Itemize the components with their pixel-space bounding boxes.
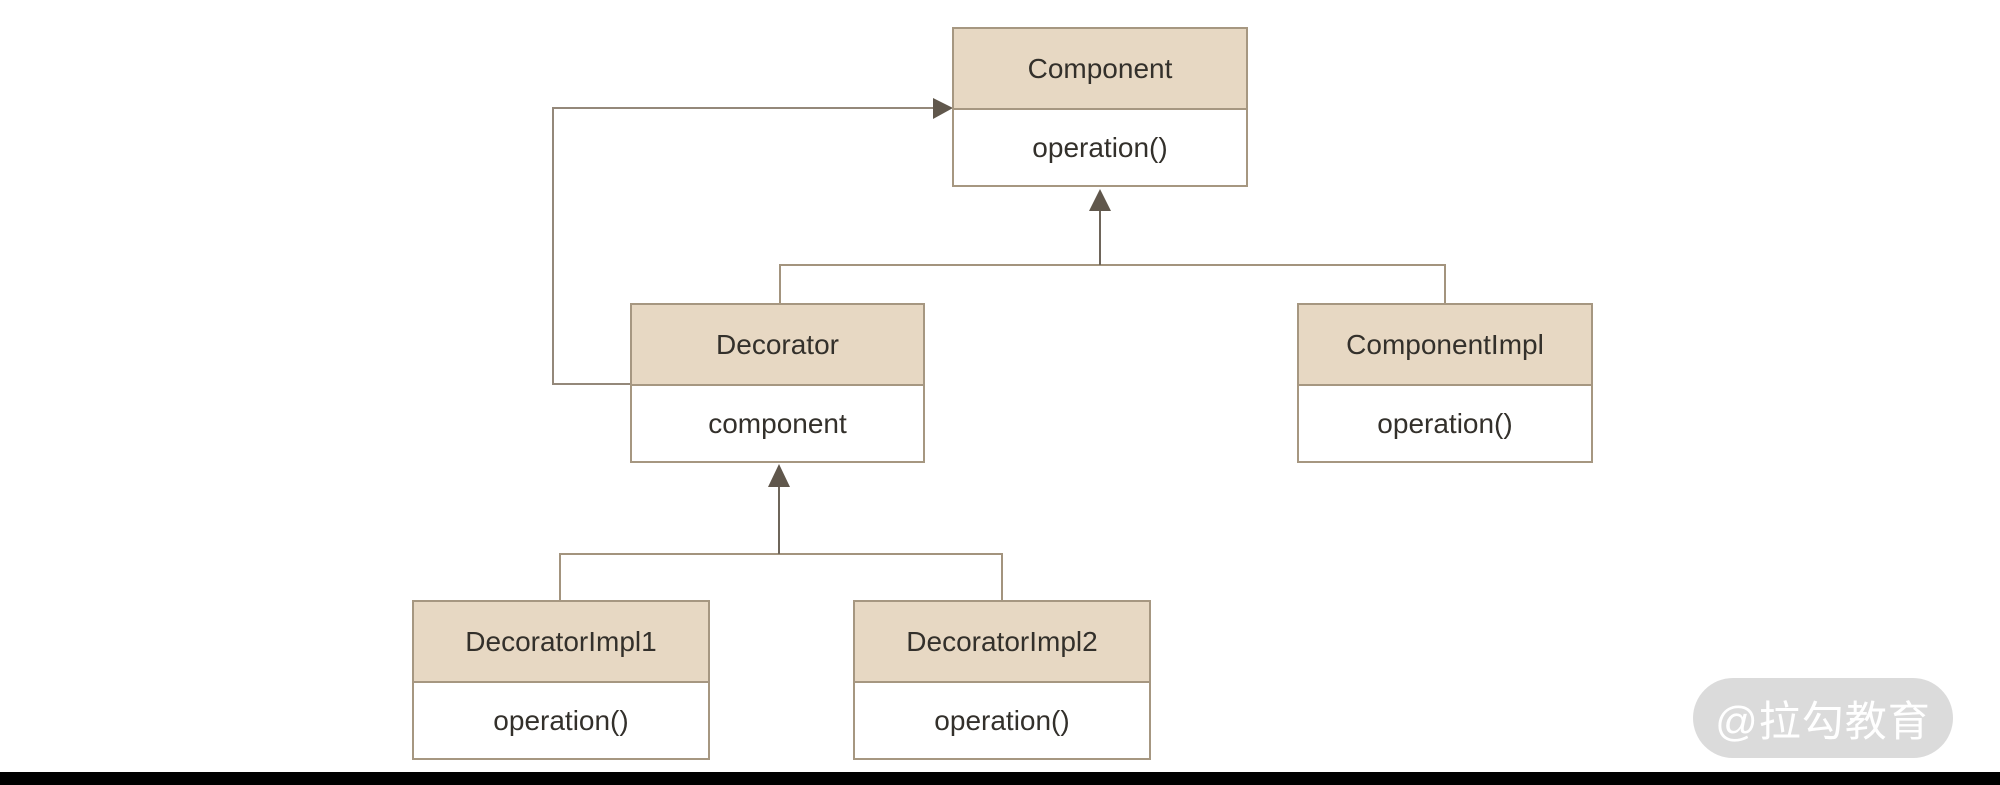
class-name: DecoratorImpl2: [855, 602, 1149, 683]
class-box-decoratorimpl1: DecoratorImpl1 operation(): [412, 600, 710, 760]
generalization-arrowhead-icon: [768, 464, 790, 487]
watermark-text: @拉勾教育: [1715, 697, 1931, 745]
class-name: Component: [954, 29, 1246, 110]
class-member: operation(): [855, 683, 1149, 758]
class-member: operation(): [954, 110, 1246, 185]
class-box-componentimpl: ComponentImpl operation(): [1297, 303, 1593, 463]
class-member: operation(): [414, 683, 708, 758]
watermark-badge: @拉勾教育: [1693, 678, 1953, 758]
association-arrowhead-icon: [933, 98, 953, 119]
generalization-arrowhead-icon: [1089, 189, 1111, 211]
class-name: DecoratorImpl1: [414, 602, 708, 683]
association-line: [552, 107, 934, 385]
class-member: operation(): [1299, 386, 1591, 461]
association-decorator-to-component: [552, 98, 953, 385]
generalization-elbow-line: [559, 553, 1003, 600]
generalization-to-decorator: [559, 464, 1003, 600]
class-member: component: [632, 386, 923, 461]
generalization-elbow-line: [779, 264, 1446, 303]
class-name: Decorator: [632, 305, 923, 386]
generalization-to-component: [779, 189, 1446, 303]
class-box-decorator: Decorator component: [630, 303, 925, 463]
class-box-component: Component operation(): [952, 27, 1248, 187]
class-name: ComponentImpl: [1299, 305, 1591, 386]
bottom-black-bar: [0, 772, 2000, 785]
class-box-decoratorimpl2: DecoratorImpl2 operation(): [853, 600, 1151, 760]
